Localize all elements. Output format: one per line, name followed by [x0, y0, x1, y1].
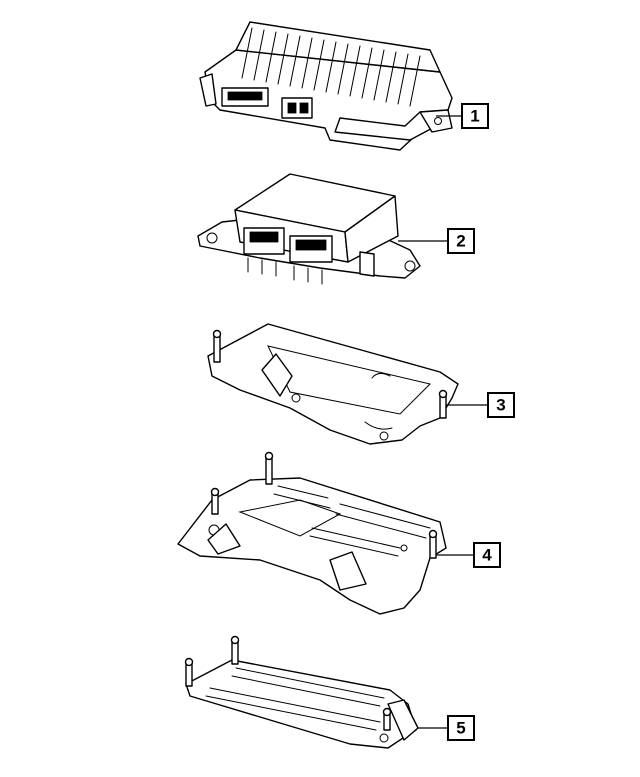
- callout-label: 3: [496, 396, 505, 415]
- callout-label: 1: [470, 107, 479, 126]
- heat-sink-fins: [241, 27, 421, 107]
- part-1-control-module: [199, 21, 453, 151]
- callout-4: 4: [473, 542, 501, 568]
- callout-5: 5: [447, 715, 475, 741]
- part-5-rail-plate: [184, 635, 419, 749]
- part-4-support-plate: [177, 451, 447, 615]
- callout-1: 1: [461, 103, 489, 129]
- callout-2: 2: [447, 228, 475, 254]
- callout-label: 5: [456, 719, 465, 738]
- callout-label: 4: [482, 546, 492, 565]
- part-2-junction-module: [197, 173, 421, 285]
- part-3-mounting-bracket: [207, 323, 459, 445]
- callout-label: 2: [456, 232, 465, 251]
- callout-3: 3: [487, 392, 515, 418]
